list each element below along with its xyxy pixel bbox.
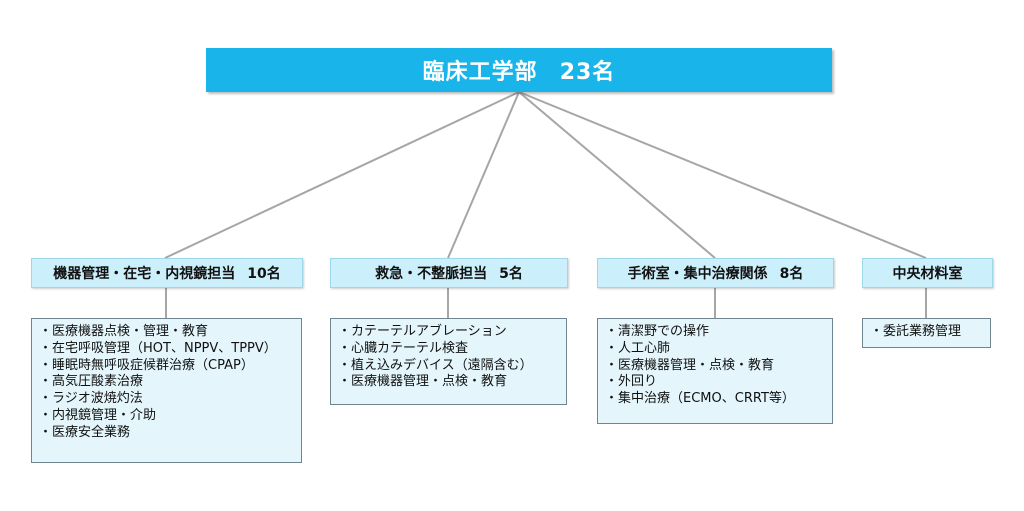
root-name: 臨床工学部 [422,60,538,85]
duty-item: 睡眠時無呼吸症候群治療（CPAP） [39,358,295,375]
dept-duties-surgery: 清潔野での操作 人工心肺 医療機器管理・点検・教育 外回り 集中治療（ECMO、… [597,318,833,424]
duty-item: 清潔野での操作 [605,324,826,341]
root-node: 臨床工学部 23名 [206,48,832,92]
dept-count: 10名 [247,266,281,282]
duty-item: 外回り [605,374,826,391]
dept-name: 中央材料室 [892,266,963,282]
dept-duties-emergency: カテーテルアブレーション 心臓カテーテル検査 植え込みデバイス（遠隔含む） 医療… [330,318,567,405]
duty-item: カテーテルアブレーション [338,324,560,341]
root-count: 23名 [559,60,616,85]
dept-name: 手術室・集中治療関係 [627,266,768,282]
duty-item: 医療機器管理・点検・教育 [338,374,560,391]
duty-item: 高気圧酸素治療 [39,374,295,391]
connector-line-emergency [447,91,520,259]
connector-line-equipment [164,91,520,259]
dept-name: 機器管理・在宅・内視鏡担当 [53,266,236,282]
duty-item: 医療機器点検・管理・教育 [39,324,295,341]
dept-duties-central-supply: 委託業務管理 [862,318,991,348]
dept-duties-equipment: 医療機器点検・管理・教育 在宅呼吸管理（HOT、NPPV、TPPV） 睡眠時無呼… [31,318,302,463]
dept-name: 救急・不整脈担当 [375,266,488,282]
connector-line-surgery [518,91,716,259]
dept-count: 5名 [499,266,523,282]
duty-item: 集中治療（ECMO、CRRT等） [605,391,826,408]
duty-item: 人工心肺 [605,341,826,358]
duty-item: 在宅呼吸管理（HOT、NPPV、TPPV） [39,341,295,358]
duty-item: 医療機器管理・点検・教育 [605,358,826,375]
connector-line-central [518,91,927,259]
dept-count: 8名 [779,266,804,282]
duty-item: 植え込みデバイス（遠隔含む） [338,358,560,375]
duty-item: 心臓カテーテル検査 [338,341,560,358]
dept-header-central-supply: 中央材料室 [862,258,993,288]
dept-header-emergency: 救急・不整脈担当 5名 [330,258,568,288]
duty-item: 医療安全業務 [39,425,295,442]
dept-header-surgery: 手術室・集中治療関係 8名 [597,258,834,288]
dept-header-equipment: 機器管理・在宅・内視鏡担当 10名 [31,258,303,288]
duty-item: 内視鏡管理・介助 [39,408,295,425]
duty-item: ラジオ波焼灼法 [39,391,295,408]
duty-item: 委託業務管理 [870,324,984,341]
